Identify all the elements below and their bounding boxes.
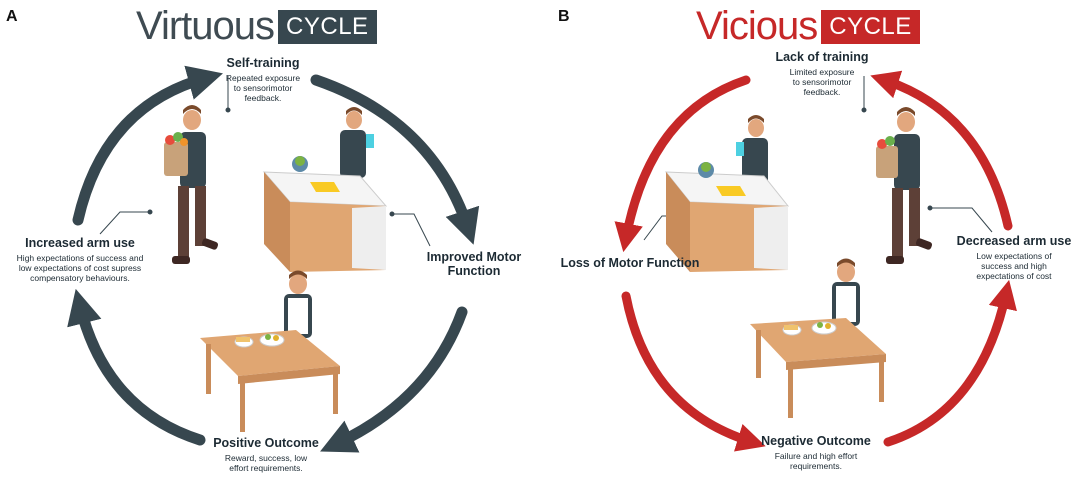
node-heading: Positive Outcome [213,436,319,450]
node-negative-outcome: Negative Outcome Failure and high effort… [746,434,886,471]
node-heading: Lack of training [775,50,869,64]
arrow-top-left [72,65,223,226]
node-heading: Self-training [226,56,300,70]
node-heading: Loss of Motor Function [560,256,700,270]
node-heading: Decreased arm use [956,234,1072,248]
node-heading: Increased arm use [25,236,135,250]
arrow-bottom-right [320,306,468,453]
node-desc-line: Limited exposure [789,67,855,77]
node-lack-of-training: Lack of training Limited exposure to sen… [762,50,882,97]
title-word: Virtuous [136,4,275,48]
node-desc-line: compensatory behaviours. [30,273,130,283]
man-at-counter-figure [262,107,388,272]
title-cycle-box: CYCLE [278,9,377,44]
node-desc-line: success and high [981,261,1047,271]
panel-letter-a: A [6,8,18,25]
title-word: Vicious [696,4,818,48]
node-increased-arm-use: Increased arm use High expectations of s… [2,236,158,283]
arrow-top-right [310,74,480,245]
arrow-bottom-left [67,288,206,446]
arrow-top-right [870,70,1013,231]
node-desc-line: Low expectations of [976,251,1052,261]
arrow-bottom-right [883,279,1017,447]
man-at-table-figure [750,258,886,418]
arrow-top-left [614,75,751,253]
man-at-counter-figure [664,115,790,272]
node-improved-motor-function: Improved Motor Function [416,250,532,281]
man-with-groceries-figure [876,107,933,264]
node-heading: Function [447,264,501,278]
node-desc-line: feedback. [244,93,282,103]
node-desc-line: effort requirements. [229,463,303,473]
node-desc-line: requirements. [790,461,842,471]
node-desc-line: High expectations of success and [16,253,144,263]
node-desc-line: expectations of cost [976,271,1052,281]
man-with-groceries-figure [164,105,219,264]
virtuous-cycle-illustration [67,65,480,453]
node-desc-line: Failure and high effort [774,451,858,461]
node-positive-outcome: Positive Outcome Reward, success, low ef… [196,436,336,473]
title-cycle-box: CYCLE [821,9,920,44]
panel-letter-b: B [558,8,570,25]
arrow-bottom-left [621,291,766,452]
node-desc-line: low expectations of cost supress [18,263,142,273]
node-desc-line: feedback. [803,87,841,97]
node-desc-line: to sensorimotor [233,83,293,93]
vicious-cycle-illustration [614,70,1017,452]
node-desc-line: Reward, success, low [224,453,308,463]
node-decreased-arm-use: Decreased arm use Low expectations of su… [950,234,1078,281]
man-at-table-figure [200,270,340,432]
node-self-training: Self-training Repeated exposure to senso… [208,56,318,103]
node-desc-line: Repeated exposure [225,73,301,83]
node-desc-line: to sensorimotor [792,77,852,87]
node-loss-of-motor-function: Loss of Motor Function [550,256,710,273]
node-heading: Improved Motor [426,250,522,264]
node-heading: Negative Outcome [761,434,871,448]
